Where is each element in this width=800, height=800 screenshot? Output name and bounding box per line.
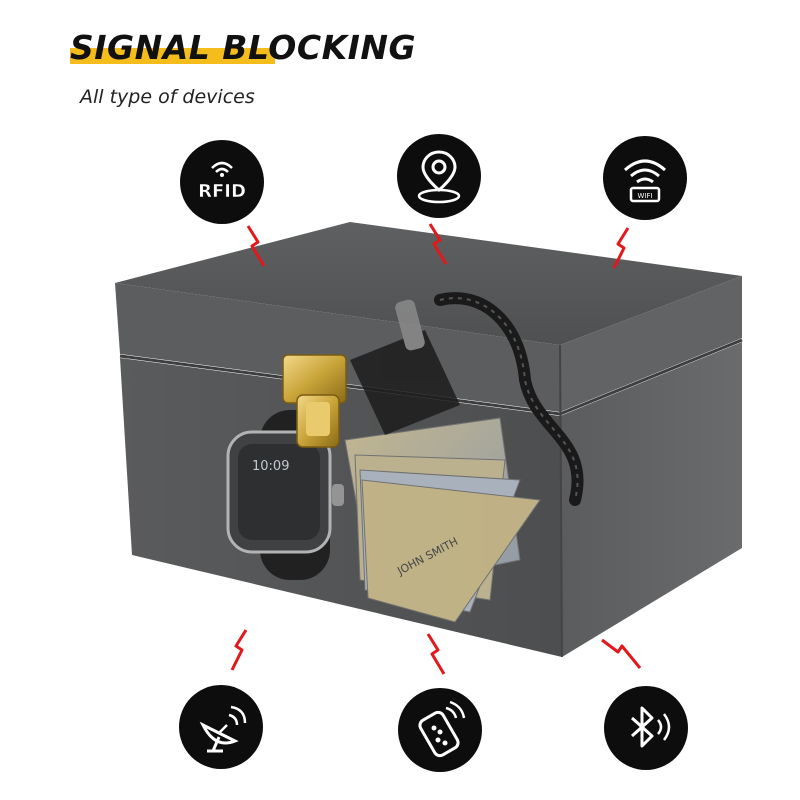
- box-side: [560, 342, 742, 657]
- bluetooth-icon: [604, 686, 688, 770]
- signal-bolt-icon: [230, 629, 248, 671]
- remote-control-icon: [398, 688, 482, 772]
- headline-title: SIGNAL BLOCKING: [70, 28, 417, 67]
- gold-latch: [282, 354, 347, 448]
- rfid-label: RFID: [198, 181, 246, 202]
- signal-bolt-icon: [428, 223, 448, 265]
- smartwatch: 10:09: [226, 410, 344, 580]
- wifi-router-icon: WIFI: [603, 136, 687, 220]
- satellite-dish-icon: [179, 685, 263, 769]
- headline-accent-bar: [70, 48, 275, 64]
- headline: SIGNAL BLOCKING: [70, 26, 416, 70]
- wifi-label: WIFI: [637, 192, 652, 200]
- card-stack: JOHN SMITH: [344, 417, 541, 623]
- signal-bolt-icon: [426, 633, 446, 675]
- car-key-fob: [350, 299, 460, 435]
- signal-bolt-icon: [612, 227, 630, 269]
- signal-bolt-icon: [601, 638, 642, 669]
- location-pin-icon: [397, 134, 481, 218]
- rfid-icon: RFID: [180, 140, 264, 224]
- box-lid-top: [115, 222, 742, 345]
- headline-subtitle: All type of devices: [80, 86, 255, 108]
- signal-bolt-icon: [246, 225, 266, 267]
- box-lid-side: [560, 276, 742, 412]
- box-lid-front: [115, 283, 560, 412]
- watch-time: 10:09: [252, 459, 289, 474]
- box-edge: [559, 344, 563, 658]
